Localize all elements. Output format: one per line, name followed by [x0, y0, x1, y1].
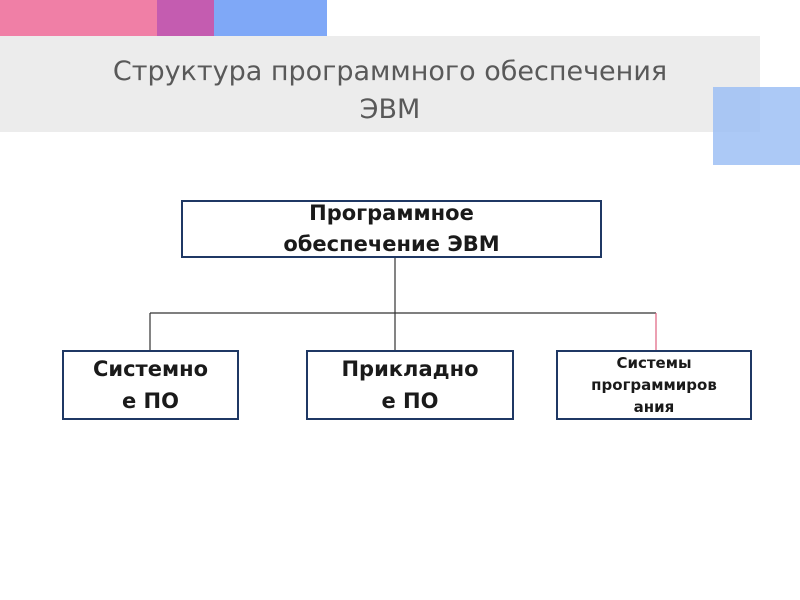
node-programming-systems: Системы программиров ания [556, 350, 752, 420]
node-applied-software: Прикладно е ПО [306, 350, 514, 420]
root-node: Программное обеспечение ЭВМ [181, 200, 602, 258]
title-band [0, 36, 760, 132]
decor-blue-square [713, 87, 800, 165]
page-title: Структура программного обеспечения ЭВМ [112, 56, 668, 125]
node-system-software: Системно е ПО [62, 350, 239, 420]
